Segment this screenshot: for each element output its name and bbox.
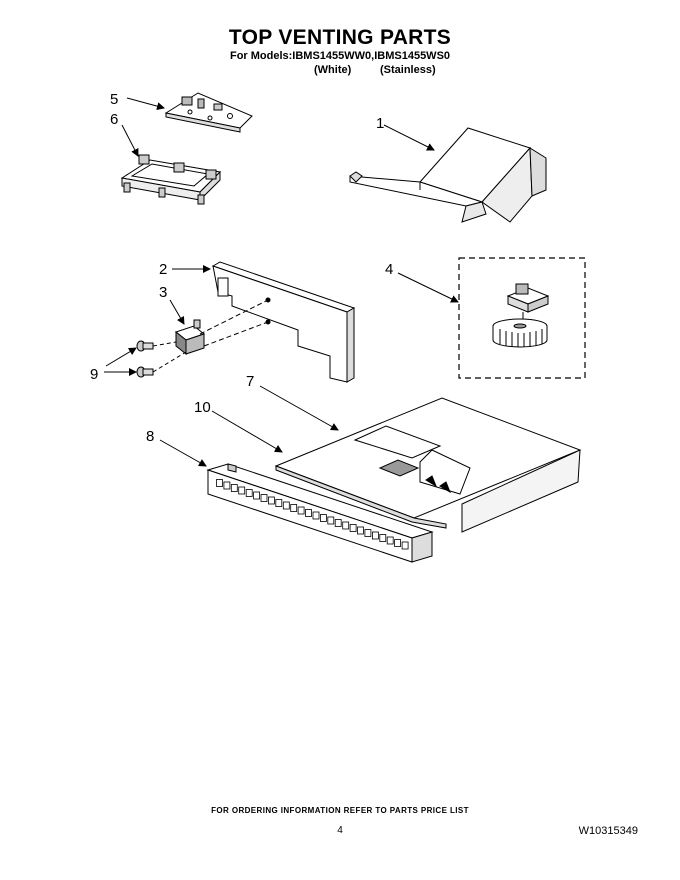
grille-slot bbox=[230, 484, 238, 492]
grille-slot bbox=[312, 511, 320, 520]
grille-slot bbox=[253, 491, 261, 500]
grille-slot bbox=[297, 506, 305, 515]
models-line: For Models:IBMS1455WW0,IBMS1455WS0 bbox=[229, 50, 451, 62]
grille-slot bbox=[223, 481, 231, 490]
grille-slot bbox=[371, 531, 379, 540]
callout-2: 2 bbox=[159, 261, 167, 278]
callout-1: 1 bbox=[376, 115, 384, 132]
document-number: W10315349 bbox=[578, 825, 638, 837]
grille-slot bbox=[319, 514, 327, 522]
callout-6: 6 bbox=[110, 111, 118, 128]
grille-slot bbox=[260, 494, 268, 502]
callout-9: 9 bbox=[90, 366, 98, 383]
part-7-vent-enclosure bbox=[274, 397, 582, 533]
grille-slot bbox=[357, 526, 364, 535]
grille-slot bbox=[282, 501, 290, 510]
variant-stainless-label: (Stainless) bbox=[380, 64, 436, 76]
grille-slot bbox=[238, 486, 246, 495]
grille-slot bbox=[379, 534, 387, 542]
part-4-blower-motor bbox=[458, 257, 586, 379]
ordering-note: FOR ORDERING INFORMATION REFER TO PARTS … bbox=[211, 806, 469, 815]
grille-slot bbox=[267, 496, 275, 505]
grille-slots bbox=[216, 479, 409, 550]
part-9-screws bbox=[136, 340, 154, 378]
part-5-control-board bbox=[164, 92, 253, 133]
part-2-mounting-plate bbox=[211, 261, 356, 383]
exploded-parts-diagram: 1 2 3 4 5 6 7 8 9 10 bbox=[90, 91, 586, 563]
callout-5: 5 bbox=[110, 91, 118, 108]
grille-slot bbox=[364, 529, 372, 537]
variant-white-label: (White) bbox=[314, 64, 352, 76]
part-1-vent-duct bbox=[349, 127, 547, 223]
part-3-switch bbox=[174, 319, 206, 356]
callout-7: 7 bbox=[246, 373, 254, 390]
callout-4: 4 bbox=[385, 261, 393, 278]
grille-slot bbox=[334, 519, 342, 527]
callout-8: 8 bbox=[146, 428, 154, 445]
callout-10: 10 bbox=[194, 399, 211, 416]
grille-slot bbox=[245, 489, 253, 497]
grille-slot bbox=[401, 541, 409, 550]
grille-slot bbox=[386, 536, 394, 545]
leader-lines bbox=[104, 97, 459, 467]
grille-slot bbox=[275, 499, 283, 507]
grille-slot bbox=[216, 479, 223, 487]
grille-slot bbox=[342, 521, 350, 530]
grille-slot bbox=[349, 524, 357, 532]
page-number: 4 bbox=[337, 825, 343, 836]
grille-slot bbox=[305, 509, 312, 517]
page-title: TOP VENTING PARTS bbox=[228, 26, 452, 49]
part-6-bracket-tray bbox=[120, 154, 222, 205]
grille-slot bbox=[327, 516, 335, 525]
callout-3: 3 bbox=[159, 284, 167, 301]
grille-slot bbox=[394, 539, 402, 547]
grille-slot bbox=[290, 504, 298, 512]
